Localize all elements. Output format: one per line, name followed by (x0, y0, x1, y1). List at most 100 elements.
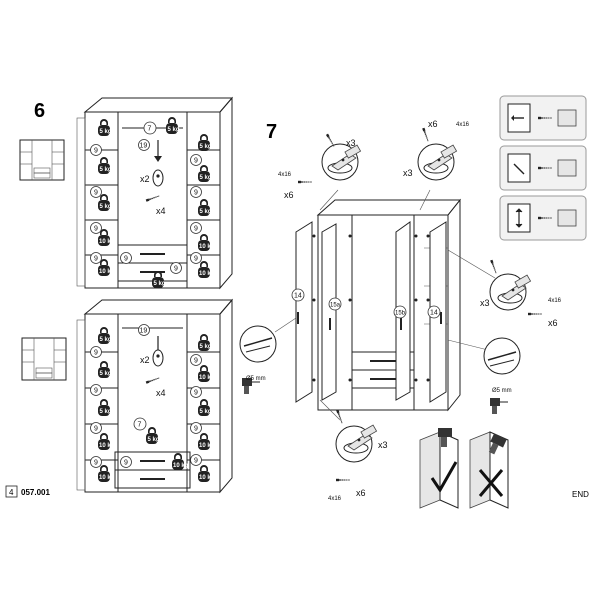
cross-mark-icon (478, 469, 504, 497)
svg-text:9: 9 (124, 460, 128, 467)
document-code: 057.001 (21, 488, 50, 497)
svg-text:4x16: 4x16 (548, 298, 562, 304)
svg-text:9: 9 (94, 388, 98, 395)
svg-text:5 kg: 5 kg (200, 209, 212, 215)
svg-text:10 kg: 10 kg (99, 443, 115, 449)
step-6: 6 (19, 96, 234, 494)
svg-text:7: 7 (148, 126, 152, 133)
svg-text:10 kg: 10 kg (199, 375, 215, 381)
svg-text:10 kg: 10 kg (99, 239, 115, 245)
page-number: 4 (9, 488, 14, 497)
svg-text:4x16: 4x16 (456, 122, 470, 128)
svg-text:x3: x3 (403, 168, 413, 178)
page-footer: 4 057.001 END (5, 485, 589, 499)
drill-correct-example (419, 428, 459, 509)
svg-text:14: 14 (430, 310, 438, 317)
wardrobe-with-doors (295, 198, 462, 412)
svg-text:9: 9 (194, 190, 198, 197)
hinge-detail-right: x3 4x16 x6 (447, 249, 562, 328)
rail-fittings-lower: x2 x4 (140, 336, 166, 398)
svg-text:9: 9 (194, 390, 198, 397)
svg-text:14: 14 (294, 293, 302, 300)
step-6-thumbnail-bottom (21, 337, 67, 381)
svg-text:10 kg: 10 kg (199, 475, 215, 481)
svg-text:x3: x3 (378, 440, 388, 450)
svg-text:9: 9 (94, 226, 98, 233)
svg-text:5 kg: 5 kg (200, 175, 212, 181)
step-6-number: 6 (34, 100, 45, 122)
svg-text:9: 9 (94, 256, 98, 263)
svg-text:9: 9 (94, 350, 98, 357)
svg-text:5 kg: 5 kg (200, 144, 212, 150)
svg-text:x3: x3 (480, 298, 490, 308)
svg-text:5 kg: 5 kg (154, 281, 166, 287)
svg-text:9: 9 (94, 460, 98, 467)
svg-text:x2: x2 (140, 355, 150, 365)
svg-text:5 kg: 5 kg (200, 344, 212, 350)
svg-text:15b: 15b (395, 311, 406, 317)
svg-text:9: 9 (194, 158, 198, 165)
svg-text:x6: x6 (548, 318, 558, 328)
door-callouts: 14 15a 15b 14 (291, 288, 441, 319)
svg-text:4x16: 4x16 (278, 172, 292, 178)
svg-text:5 kg: 5 kg (200, 409, 212, 415)
svg-text:10 kg: 10 kg (199, 271, 215, 277)
svg-text:10 kg: 10 kg (199, 244, 215, 250)
adjust-depth-panel (499, 95, 587, 141)
svg-text:9: 9 (94, 426, 98, 433)
svg-text:5 kg: 5 kg (100, 409, 112, 415)
step-7-number: 7 (266, 121, 277, 143)
handle-detail-left: Ø5 mm (239, 317, 297, 394)
svg-text:9: 9 (194, 256, 198, 263)
svg-text:10 kg: 10 kg (99, 269, 115, 275)
svg-text:9: 9 (194, 458, 198, 465)
adjust-height-panel (499, 195, 587, 241)
step-7: 7 (239, 95, 587, 509)
svg-text:Ø5 mm: Ø5 mm (246, 376, 266, 382)
svg-text:15a: 15a (330, 303, 341, 309)
svg-text:9: 9 (194, 226, 198, 233)
svg-text:9: 9 (94, 190, 98, 197)
weight-markers-lower: 5 kg 5 kg 5 kg 10 kg 10 kg 5 kg 10 kg 5 … (98, 327, 215, 482)
svg-text:x6: x6 (428, 119, 438, 129)
step-6-thumbnail-top (19, 139, 65, 181)
svg-text:x4: x4 (156, 206, 166, 216)
adjust-vertical-panel (499, 145, 587, 191)
svg-text:5 kg: 5 kg (100, 167, 112, 173)
svg-text:9: 9 (174, 266, 178, 273)
svg-text:x3: x3 (346, 138, 356, 148)
rail-fittings-upper: x2 x4 (140, 140, 166, 216)
svg-text:5 kg: 5 kg (100, 204, 112, 210)
handle-detail-right: Ø5 mm (447, 337, 521, 414)
hinge-detail-top-right: x6 4x16 x3 (403, 119, 470, 211)
svg-text:10 kg: 10 kg (199, 443, 215, 449)
svg-text:x6: x6 (356, 488, 366, 498)
svg-text:9: 9 (124, 256, 128, 263)
svg-text:10 kg: 10 kg (99, 475, 115, 481)
drill-incorrect-example (469, 431, 509, 509)
callouts-upper: 7 19 9 9 9 9 9 9 9 9 9 9 (90, 121, 202, 274)
svg-text:19: 19 (140, 328, 148, 335)
end-label: END (572, 490, 589, 499)
svg-text:5 kg: 5 kg (100, 337, 112, 343)
svg-text:x6: x6 (284, 190, 294, 200)
svg-text:10 kg: 10 kg (173, 463, 189, 469)
weight-markers-upper: 5 kg 5 kg 5 kg 5 kg 10 kg 10 kg 5 kg 5 k… (98, 117, 215, 288)
svg-text:Ø5 mm: Ø5 mm (492, 388, 512, 394)
svg-text:5 kg: 5 kg (148, 437, 160, 443)
hinge-detail-bottom: x3 4x16 x6 (319, 399, 388, 502)
svg-text:7: 7 (138, 422, 142, 429)
hinge-detail-top-left: x3 4x16 x6 (278, 133, 362, 211)
svg-text:x4: x4 (156, 388, 166, 398)
hinge-adjustment-panels (499, 95, 587, 241)
svg-text:x2: x2 (140, 174, 150, 184)
svg-text:9: 9 (194, 358, 198, 365)
svg-text:5 kg: 5 kg (100, 371, 112, 377)
svg-text:5 kg: 5 kg (100, 129, 112, 135)
callouts-lower: 19 9 9 9 9 9 9 9 9 7 9 (90, 324, 202, 468)
svg-text:9: 9 (194, 426, 198, 433)
svg-text:4x16: 4x16 (328, 496, 342, 502)
check-mark-icon (430, 461, 458, 493)
svg-text:5 kg: 5 kg (168, 127, 180, 133)
